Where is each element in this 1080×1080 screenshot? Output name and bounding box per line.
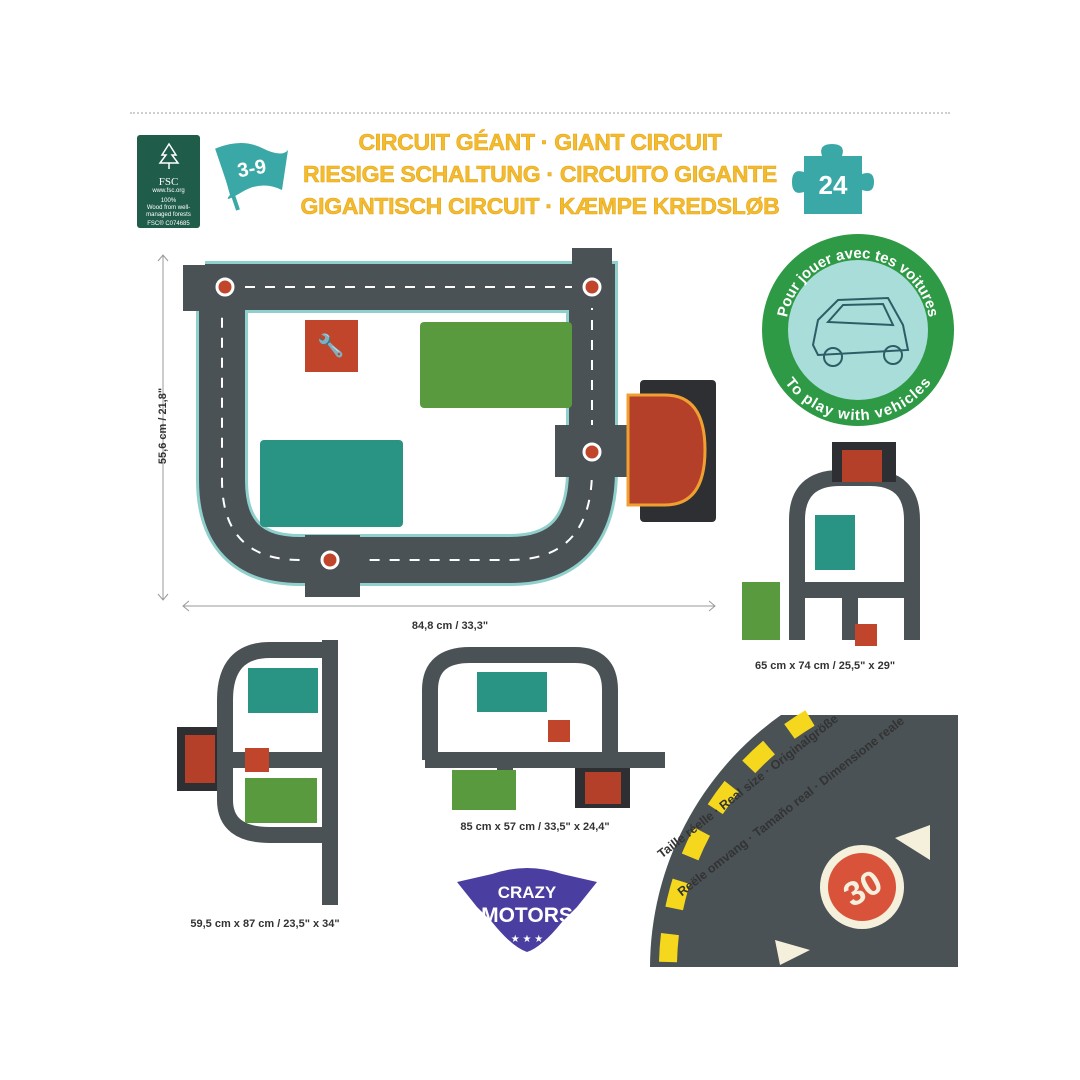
green-garage: [420, 322, 572, 408]
dotted-divider: [130, 112, 950, 114]
layout-left: [177, 640, 338, 905]
tree-icon: [158, 142, 179, 169]
product-title: CIRCUIT GÉANT · GIANT CIRCUIT RIESIGE SC…: [300, 129, 780, 220]
layout-middle: [422, 647, 665, 810]
teal-garage: [260, 440, 403, 527]
piece-count: 24: [819, 170, 848, 200]
svg-text:CRAZY: CRAZY: [498, 883, 557, 902]
crazy-motors-logo: CRAZY MOTORS ★ ★ ★: [457, 868, 597, 952]
fsc-label: FSC www.fsc.org 100% Wood from well-mana…: [137, 135, 200, 228]
wrench-icon: 🔧: [317, 332, 344, 358]
repair-tile: [305, 320, 358, 372]
layout-right-label: 65 cm x 74 cm / 25,5" x 29": [754, 660, 896, 672]
road: [183, 248, 627, 597]
real-size-sample: 30: [650, 710, 958, 967]
roundabout-markers: [215, 277, 602, 570]
flag-icon: 3-9: [215, 143, 288, 211]
main-width-label: 84,8 cm / 33,3": [411, 620, 489, 632]
puzzle-piece-icon: 24: [792, 144, 874, 214]
layout-right: [742, 442, 920, 646]
layout-left-label: 59,5 cm x 87 cm / 23,5" x 34": [190, 918, 340, 930]
car-icon: [811, 296, 910, 367]
layout-middle-label: 85 cm x 57 cm / 33,5" x 24,4": [460, 821, 610, 833]
vehicles-badge: Pour jouer avec tes voitures To play wit…: [762, 234, 954, 426]
stars-icon: ★ ★ ★: [511, 934, 543, 945]
age-range: 3-9: [236, 156, 268, 183]
dimension-arrows: [157, 254, 716, 612]
svg-text:MOTORS: MOTORS: [481, 904, 573, 927]
